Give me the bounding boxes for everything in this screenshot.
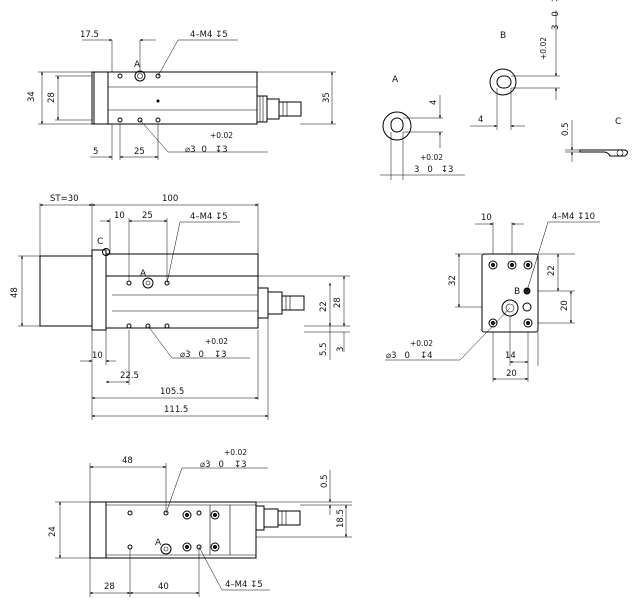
end-mark-b: B xyxy=(514,287,520,297)
dim-5: 5 xyxy=(93,147,98,157)
tap-note-end: 4–M4 ↧10 xyxy=(552,212,595,222)
detail-c: C 0.5 xyxy=(561,117,628,162)
bottom-body xyxy=(105,501,257,559)
tap-note-front: 4–M4 ↧5 xyxy=(190,212,228,222)
detail-a-tol: +0.02 xyxy=(420,153,443,162)
end-dim-20-v: 20 xyxy=(560,300,570,311)
dim-105-5: 105.5 xyxy=(160,387,184,397)
dim-25: 25 xyxy=(134,147,145,157)
dim-stroke: ST=30 xyxy=(50,194,79,204)
end-dim-14: 14 xyxy=(505,351,516,361)
dim-22-5: 22.5 xyxy=(120,371,139,381)
hole-tol-top: +0.02 xyxy=(210,131,233,140)
detail-a-title: A xyxy=(392,75,399,85)
bottom-dim-40: 40 xyxy=(158,582,169,592)
bottom-dim-48: 48 xyxy=(122,456,133,466)
dim-5-5: 5.5 xyxy=(319,342,329,356)
view-mark-a: A xyxy=(134,60,141,70)
bottom-mark-a: A xyxy=(155,538,162,548)
hole-tol-front: +0.02 xyxy=(205,337,228,346)
end-dim-20-h: 20 xyxy=(506,369,517,379)
tap-note-bottom: 4–M4 ↧5 xyxy=(225,580,263,590)
bottom-dim-18-5: 18.5 xyxy=(336,509,346,528)
detail-b-title: B xyxy=(500,31,506,41)
detail-b-tol: +0.02 xyxy=(539,37,548,60)
detail-c-dim: 0.5 xyxy=(561,122,571,136)
dim-48: 48 xyxy=(10,287,20,298)
dim-10-top: 10 xyxy=(114,211,125,221)
detail-b: B +0.02 30↧3 4 xyxy=(470,0,561,130)
hole-tol-bottom: +0.02 xyxy=(224,448,247,457)
end-dim-22: 22 xyxy=(547,265,557,276)
detail-b-dim-4: 4 xyxy=(478,115,483,125)
top-view-body xyxy=(91,71,258,125)
dim-25-front: 25 xyxy=(142,211,153,221)
front-body xyxy=(105,275,259,329)
front-view: A C ST=30 100 10 25 48 22 28 5.5 3 xyxy=(10,194,350,420)
detail-b-note: 30↧3 xyxy=(551,0,561,30)
dim-3-front: 3 xyxy=(336,347,346,352)
dim-100: 100 xyxy=(162,194,178,204)
dim-28-front: 28 xyxy=(333,297,343,308)
slide-block xyxy=(39,255,93,327)
bottom-dim-24: 24 xyxy=(48,526,58,537)
detail-a-dim-4: 4 xyxy=(429,100,439,105)
dim-28: 28 xyxy=(47,92,57,103)
tap-note-top: 4–M4 ↧5 xyxy=(190,30,228,40)
dim-111-5: 111.5 xyxy=(164,405,188,415)
dim-17-5: 17.5 xyxy=(80,30,99,40)
hole-tol-end: +0.02 xyxy=(410,339,433,348)
bottom-dim-0-5: 0.5 xyxy=(320,474,330,488)
end-dim-10: 10 xyxy=(481,213,492,223)
detail-c-title: C xyxy=(615,117,621,127)
front-mark-c: C xyxy=(97,237,103,247)
dim-34: 34 xyxy=(27,91,37,102)
front-mark-a: A xyxy=(140,269,147,279)
dim-35: 35 xyxy=(322,92,332,103)
bottom-dim-28: 28 xyxy=(104,582,115,592)
end-dim-32: 32 xyxy=(448,275,458,286)
dim-22-front: 22 xyxy=(319,301,329,312)
dim-10-bottom: 10 xyxy=(92,351,103,361)
